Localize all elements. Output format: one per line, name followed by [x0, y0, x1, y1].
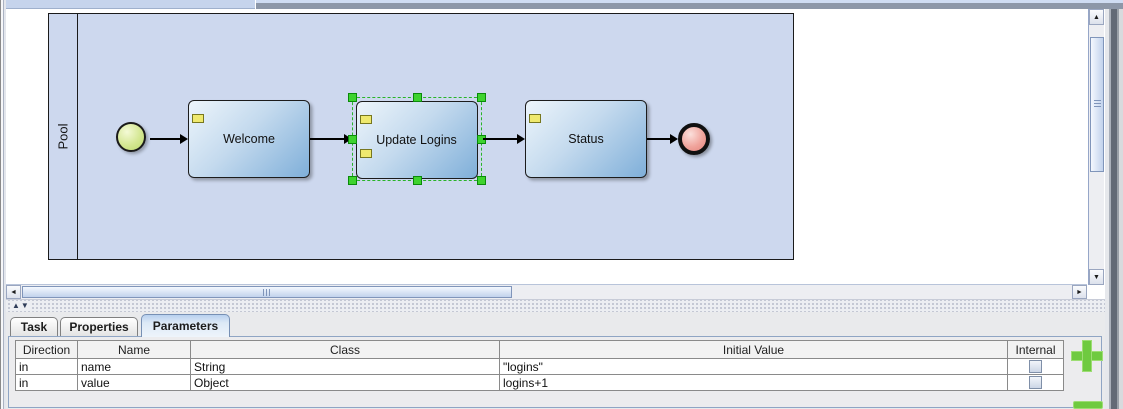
task-label: Welcome — [223, 132, 275, 146]
internal-checkbox[interactable] — [1029, 360, 1042, 373]
top-header-strip — [0, 0, 255, 9]
cell-direction[interactable]: in — [15, 374, 78, 391]
table-row: in name String "logins" — [15, 358, 1064, 375]
cell-class[interactable]: Object — [190, 374, 500, 391]
scroll-up-button[interactable]: ▲ — [1089, 9, 1104, 25]
column-header-direction[interactable]: Direction — [15, 340, 78, 359]
parameters-table: Direction Name Class Initial Value Inter… — [15, 340, 1064, 391]
vertical-scrollbar[interactable]: ▲ ▼ — [1088, 9, 1104, 285]
properties-panel: Task Properties Parameters Direction Nam… — [6, 312, 1105, 409]
cell-internal — [1007, 358, 1064, 375]
sequence-flow-2[interactable] — [310, 134, 352, 144]
window-right-border — [1105, 0, 1123, 409]
table-row: in value Object logins+1 — [15, 374, 1064, 391]
task-label: Update Logins — [376, 132, 457, 147]
thumb-grip-icon — [1094, 100, 1101, 108]
selection-handle-s[interactable] — [413, 176, 422, 185]
scroll-left-icon: ◄ — [10, 288, 17, 296]
sequence-flow-1[interactable] — [150, 134, 188, 144]
tab-label: Task — [20, 320, 48, 334]
split-pane-divider[interactable]: ▲▼ — [6, 299, 1105, 312]
cell-direction[interactable]: in — [15, 358, 78, 375]
cell-name[interactable]: value — [77, 374, 191, 391]
splitter-collapse-icons[interactable]: ▲▼ — [10, 301, 32, 310]
scroll-right-icon: ► — [1076, 288, 1083, 296]
selection-handle-se[interactable] — [477, 176, 486, 185]
sequence-flow-4[interactable] — [647, 134, 678, 144]
table-header-row: Direction Name Class Initial Value Inter… — [15, 340, 1064, 359]
task-update-logins[interactable]: Update Logins — [355, 100, 478, 179]
selection-handle-sw[interactable] — [348, 176, 357, 185]
task-port-marker — [192, 114, 204, 123]
add-parameter-button[interactable] — [1071, 340, 1103, 372]
tab-properties[interactable]: Properties — [60, 317, 138, 337]
diagram-canvas[interactable]: Pool Welcome Update Logins — [6, 9, 1087, 285]
cell-initial-value[interactable]: logins+1 — [499, 374, 1008, 391]
cell-class[interactable]: String — [190, 358, 500, 375]
selection-handle-n[interactable] — [413, 93, 422, 102]
scrollbar-corner — [1087, 285, 1105, 299]
arrowhead-icon — [180, 134, 188, 144]
task-port-marker — [529, 114, 541, 123]
task-welcome[interactable]: Welcome — [188, 100, 310, 178]
end-event[interactable] — [678, 123, 710, 155]
task-port-marker — [359, 148, 372, 158]
vertical-scroll-thumb[interactable] — [1090, 37, 1104, 172]
internal-checkbox[interactable] — [1029, 376, 1042, 389]
cell-name[interactable]: name — [77, 358, 191, 375]
start-event[interactable] — [116, 122, 146, 152]
selection-handle-nw[interactable] — [348, 93, 357, 102]
tab-label: Properties — [69, 320, 129, 334]
parameters-tab-content: Direction Name Class Initial Value Inter… — [8, 336, 1103, 409]
remove-parameter-button[interactable] — [1073, 401, 1103, 409]
column-header-class[interactable]: Class — [190, 340, 500, 359]
cell-internal — [1007, 374, 1064, 391]
tab-task[interactable]: Task — [10, 317, 58, 337]
tab-label: Parameters — [152, 319, 219, 333]
top-header-strip-dark — [256, 0, 1123, 9]
task-status[interactable]: Status — [525, 100, 647, 178]
task-port-marker — [359, 114, 372, 124]
column-header-name[interactable]: Name — [77, 340, 191, 359]
thumb-grip-icon — [263, 289, 271, 296]
tab-parameters[interactable]: Parameters — [141, 314, 230, 337]
pool-label: Pool — [55, 123, 71, 150]
scroll-down-icon: ▼ — [1093, 273, 1100, 281]
column-header-internal[interactable]: Internal — [1007, 340, 1064, 359]
scroll-down-button[interactable]: ▼ — [1089, 269, 1104, 285]
task-label: Status — [568, 132, 604, 146]
scroll-right-button[interactable]: ► — [1072, 285, 1087, 299]
arrowhead-icon — [517, 134, 525, 144]
pool-lane-header[interactable]: Pool — [49, 14, 78, 259]
selection-handle-ne[interactable] — [477, 93, 486, 102]
sequence-flow-3[interactable] — [483, 134, 525, 144]
column-header-initial-value[interactable]: Initial Value — [499, 340, 1008, 359]
selection-handle-w[interactable] — [348, 135, 357, 144]
cell-initial-value[interactable]: "logins" — [499, 358, 1008, 375]
selection-bounds[interactable]: Update Logins — [348, 93, 486, 185]
arrowhead-icon — [670, 134, 678, 144]
scroll-up-icon: ▲ — [1093, 13, 1100, 21]
window-left-border — [0, 0, 6, 409]
scroll-left-button[interactable]: ◄ — [6, 285, 21, 299]
horizontal-scrollbar[interactable]: ◄ ► — [6, 285, 1087, 299]
horizontal-scroll-thumb[interactable] — [22, 286, 512, 298]
